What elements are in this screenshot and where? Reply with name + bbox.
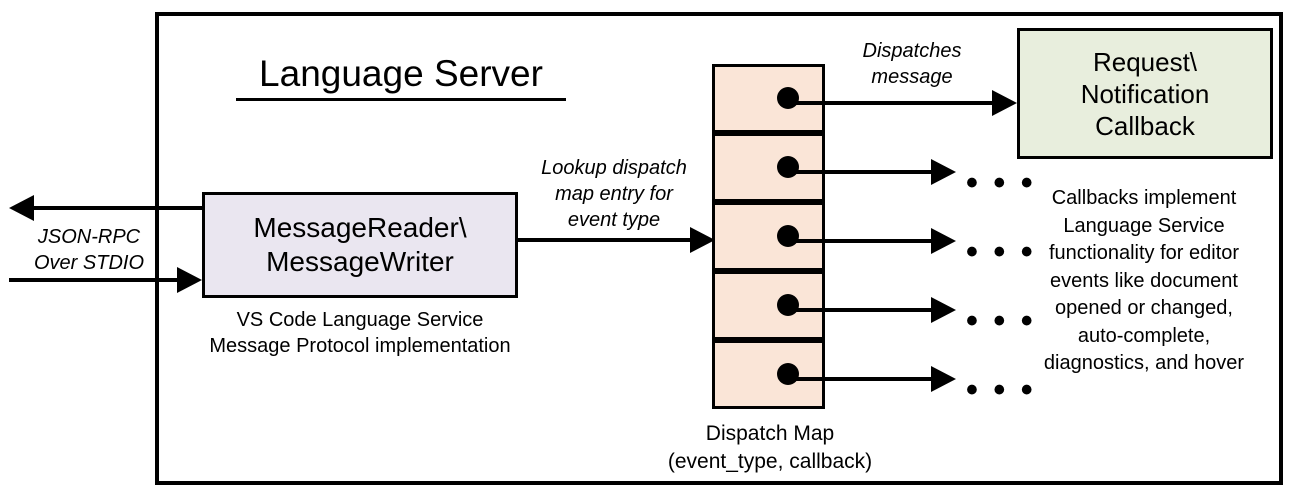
page-title: Language Server	[236, 52, 566, 101]
dispatch-row4-line	[786, 308, 936, 312]
jsonrpc-out-arrowhead	[9, 195, 34, 221]
dispatch-map-cell[interactable]	[712, 133, 825, 202]
lookup-label-line2: map entry for	[555, 183, 673, 205]
callback-caption-line: opened or changed,	[1055, 297, 1233, 319]
dispatch-row1-line	[786, 101, 1008, 105]
dispatch-row2-arrowhead	[931, 159, 956, 185]
dispatch-row5-arrowhead	[931, 366, 956, 392]
dispatch-map-caption-line1: Dispatch Map	[705, 422, 835, 445]
dispatch-map-dot	[777, 87, 799, 109]
jsonrpc-label-line1: JSON-RPC	[37, 226, 141, 248]
message-reader-line1: MessageReader\	[253, 212, 467, 243]
dispatch-map-cell[interactable]	[712, 202, 825, 271]
lookup-dispatch-label: Lookup dispatch map entry for event type	[518, 155, 710, 233]
callback-caption-line: events like document	[1050, 269, 1238, 292]
lookup-label-line3: event type	[567, 209, 661, 231]
dispatches-label-line1: Dispatches	[862, 40, 962, 62]
dispatch-row1-arrowhead	[992, 90, 1017, 116]
dispatch-row5-ellipsis: • • •	[966, 371, 1036, 409]
request-notification-callback-box[interactable]: Request\ Notification Callback	[1017, 28, 1273, 159]
callback-line1: Request\	[1092, 46, 1198, 77]
message-reader-caption-line2: Message Protocol implementation	[209, 335, 511, 357]
jsonrpc-out-line	[34, 206, 218, 210]
callback-caption-line: auto-complete,	[1077, 324, 1211, 347]
message-reader-writer-box[interactable]: MessageReader\ MessageWriter	[202, 192, 518, 298]
dispatch-map-table[interactable]	[712, 64, 825, 409]
callback-caption-line: functionality for editor	[1048, 242, 1240, 264]
dispatch-map-cell[interactable]	[712, 64, 825, 133]
dispatch-map-caption-line2: (event_type, callback)	[667, 450, 873, 473]
callback-caption: Callbacks implement Language Service fun…	[1010, 185, 1278, 378]
dispatch-map-dot	[777, 363, 799, 385]
callback-caption-line: Language Service	[1063, 214, 1225, 237]
dispatch-map-dot	[777, 225, 799, 247]
dispatch-row4-arrowhead	[931, 297, 956, 323]
callback-line3: Callback	[1095, 110, 1195, 141]
message-reader-caption-line1: VS Code Language Service	[236, 309, 484, 331]
callback-caption-line: diagnostics, and hover	[1043, 352, 1245, 374]
dispatch-map-cell[interactable]	[712, 271, 825, 340]
lookup-label-line1: Lookup dispatch	[541, 157, 687, 179]
dispatch-row5-line	[786, 377, 936, 381]
dispatch-row3-line	[786, 239, 936, 243]
dispatches-label-line2: message	[871, 66, 953, 88]
dispatch-map-dot	[777, 294, 799, 316]
dispatch-row2-line	[786, 170, 936, 174]
language-server-boundary	[155, 12, 1283, 485]
callback-line2: Notification	[1080, 78, 1210, 109]
dispatch-map-caption: Dispatch Map (event_type, callback)	[645, 420, 895, 476]
dispatches-message-label: Dispatches message	[832, 38, 992, 90]
jsonrpc-in-arrowhead	[177, 267, 202, 293]
lookup-dispatch-arrowhead	[690, 227, 715, 253]
message-reader-caption: VS Code Language Service Message Protoco…	[190, 307, 530, 359]
jsonrpc-label: JSON-RPC Over STDIO	[14, 224, 164, 276]
dispatch-row3-arrowhead	[931, 228, 956, 254]
jsonrpc-label-line2: Over STDIO	[33, 252, 144, 274]
message-reader-line2: MessageWriter	[266, 246, 454, 277]
callback-caption-line: Callbacks implement	[1051, 187, 1237, 209]
lookup-dispatch-line	[518, 238, 698, 242]
jsonrpc-in-line	[9, 278, 189, 282]
dispatch-map-cell[interactable]	[712, 340, 825, 409]
dispatch-map-dot	[777, 156, 799, 178]
